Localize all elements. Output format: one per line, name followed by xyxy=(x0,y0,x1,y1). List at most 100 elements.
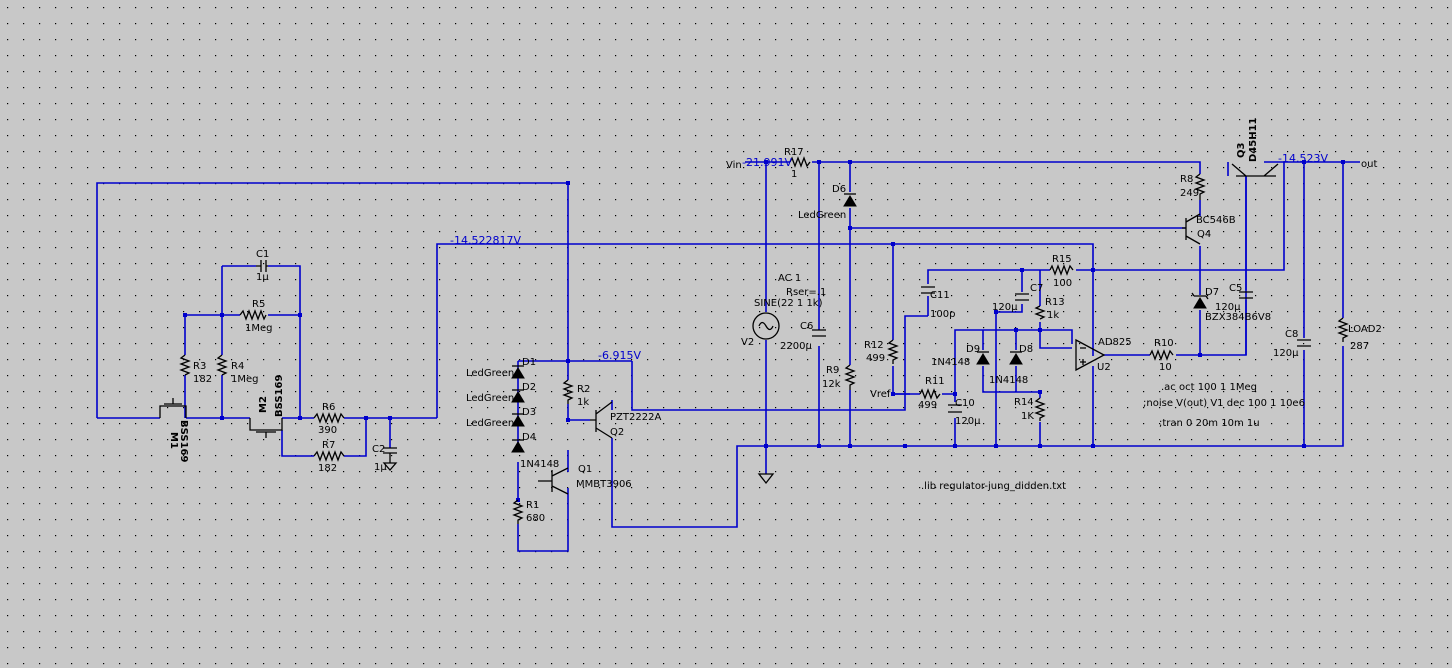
r12-name: R12 xyxy=(864,340,884,351)
q1-value: MMBT3906 xyxy=(576,479,632,490)
r11-name: R11 xyxy=(925,376,945,387)
r5-resistor-symbol xyxy=(239,309,267,321)
c6-value: 2200µ xyxy=(780,341,812,352)
c6-capacitor-symbol xyxy=(812,329,826,337)
r6-resistor-symbol xyxy=(313,412,345,424)
r8-name: R8 xyxy=(1180,174,1193,185)
vref-net-label: Vref xyxy=(870,389,891,400)
c1-value: 1µ xyxy=(256,272,269,283)
d8-value: 1N4148 xyxy=(989,375,1028,386)
component-symbols xyxy=(159,156,1349,524)
c2-name: C2 xyxy=(372,444,385,455)
d1-value: LedGreen xyxy=(466,368,514,379)
r17-resistor-symbol xyxy=(789,156,811,168)
r13-resistor-symbol xyxy=(1034,305,1046,320)
r12-resistor-symbol xyxy=(887,339,899,364)
c1-name: C1 xyxy=(256,249,269,260)
r10-resistor-symbol xyxy=(1149,349,1174,361)
directive-lib[interactable]: .lib regulator-jung_didden.txt xyxy=(921,481,1066,492)
d1-led-symbol xyxy=(511,365,525,379)
r3-resistor-symbol xyxy=(179,354,191,376)
r6-name: R6 xyxy=(322,402,335,413)
m1-mosfet-symbol xyxy=(159,398,187,418)
c7-capacitor-symbol xyxy=(1015,293,1029,301)
r9-name: R9 xyxy=(826,365,839,376)
r13-name: R13 xyxy=(1045,297,1065,308)
d2-value: LedGreen xyxy=(466,393,514,404)
r7-name: R7 xyxy=(322,440,335,451)
r7-resistor-symbol xyxy=(313,450,345,462)
c5-capacitor-symbol xyxy=(1239,291,1253,299)
load2-name: LOAD2 xyxy=(1348,324,1382,335)
q1-name: Q1 xyxy=(578,464,592,475)
r3-name: R3 xyxy=(193,361,206,372)
d8-name: D8 xyxy=(1019,344,1033,355)
d6-name: D6 xyxy=(832,184,846,195)
u2-opamp-symbol xyxy=(1075,338,1106,372)
d6-value: LedGreen xyxy=(798,210,846,221)
r4-name: R4 xyxy=(231,361,244,372)
r12-value: 499 xyxy=(866,353,885,364)
d9-value: 1N4148 xyxy=(931,357,970,368)
directive-noise[interactable]: ;noise V(out) V1 dec 100 1 10e6 xyxy=(1143,398,1305,409)
c7-name: C7 xyxy=(1030,283,1043,294)
q3-name: Q3 xyxy=(1236,142,1247,158)
q2-value: PZT2222A xyxy=(610,412,661,423)
r1-resistor-symbol xyxy=(512,499,524,524)
m2-mosfet-symbol xyxy=(249,418,283,438)
c11-capacitor-symbol xyxy=(921,286,935,294)
r15-value: 100 xyxy=(1053,278,1072,289)
q1-pnp-symbol xyxy=(538,467,569,495)
vin-net-label: Vin xyxy=(726,160,742,171)
r5-name: R5 xyxy=(252,299,265,310)
d4-diode-symbol xyxy=(511,439,525,453)
r14-value: 1K xyxy=(1021,411,1034,422)
r4-resistor-symbol xyxy=(216,354,228,376)
r5-value: 1Meg xyxy=(245,323,273,334)
directive-ac[interactable]: .ac oct 100 1 1Meg xyxy=(1161,382,1257,393)
d3-name: D3 xyxy=(522,407,536,418)
m1-name: M1 xyxy=(168,432,179,449)
vin-voltage-label: -21.991V xyxy=(742,156,792,169)
u2-value: AD825 xyxy=(1098,337,1132,348)
m2-value: BSS169 xyxy=(274,375,285,417)
r9-value: 12k xyxy=(822,379,841,390)
d9-diode-symbol xyxy=(976,351,990,365)
out-net-label: out xyxy=(1361,159,1377,170)
v2-source-symbol xyxy=(752,312,780,340)
q2-voltage-label: -6.915V xyxy=(598,349,641,362)
c7-value: 120µ xyxy=(992,302,1018,313)
r4-value: 1Meg xyxy=(231,374,259,385)
q4-npn-symbol xyxy=(1182,213,1201,245)
r8-value: 249 xyxy=(1180,188,1199,199)
r10-value: 10 xyxy=(1159,362,1172,373)
c8-name: C8 xyxy=(1285,329,1298,340)
ground-symbol xyxy=(757,473,775,485)
d2-led-symbol xyxy=(511,389,525,403)
q4-name: Q4 xyxy=(1197,229,1211,240)
load2-value: 287 xyxy=(1350,341,1369,352)
load2-resistor-symbol xyxy=(1337,317,1349,342)
c11-value: 100p xyxy=(930,309,955,320)
r15-resistor-symbol xyxy=(1049,264,1074,276)
r9-resistor-symbol xyxy=(844,364,856,390)
c5-value: 120µ xyxy=(1215,302,1241,313)
d2-name: D2 xyxy=(522,382,536,393)
q3-value: D45H11 xyxy=(1248,117,1259,162)
q2-npn-symbol xyxy=(590,401,613,439)
c11-name: C11 xyxy=(930,290,950,301)
r17-name: R17 xyxy=(784,147,804,158)
d7-zener-symbol xyxy=(1191,292,1209,309)
d7-value: BZX384B6V8 xyxy=(1205,312,1271,323)
r2-name: R2 xyxy=(577,384,590,395)
d1-name: D1 xyxy=(522,357,536,368)
directive-tran[interactable]: ;tran 0 20m 10m 1u xyxy=(1159,418,1260,429)
c8-capacitor-symbol xyxy=(1297,339,1311,347)
v2-name: V2 xyxy=(741,337,754,348)
c5-name: C5 xyxy=(1229,283,1242,294)
v2-line3: SINE(22 1 1k) xyxy=(754,298,823,309)
d8-diode-symbol xyxy=(1009,351,1023,365)
r11-value: 499 xyxy=(918,400,937,411)
